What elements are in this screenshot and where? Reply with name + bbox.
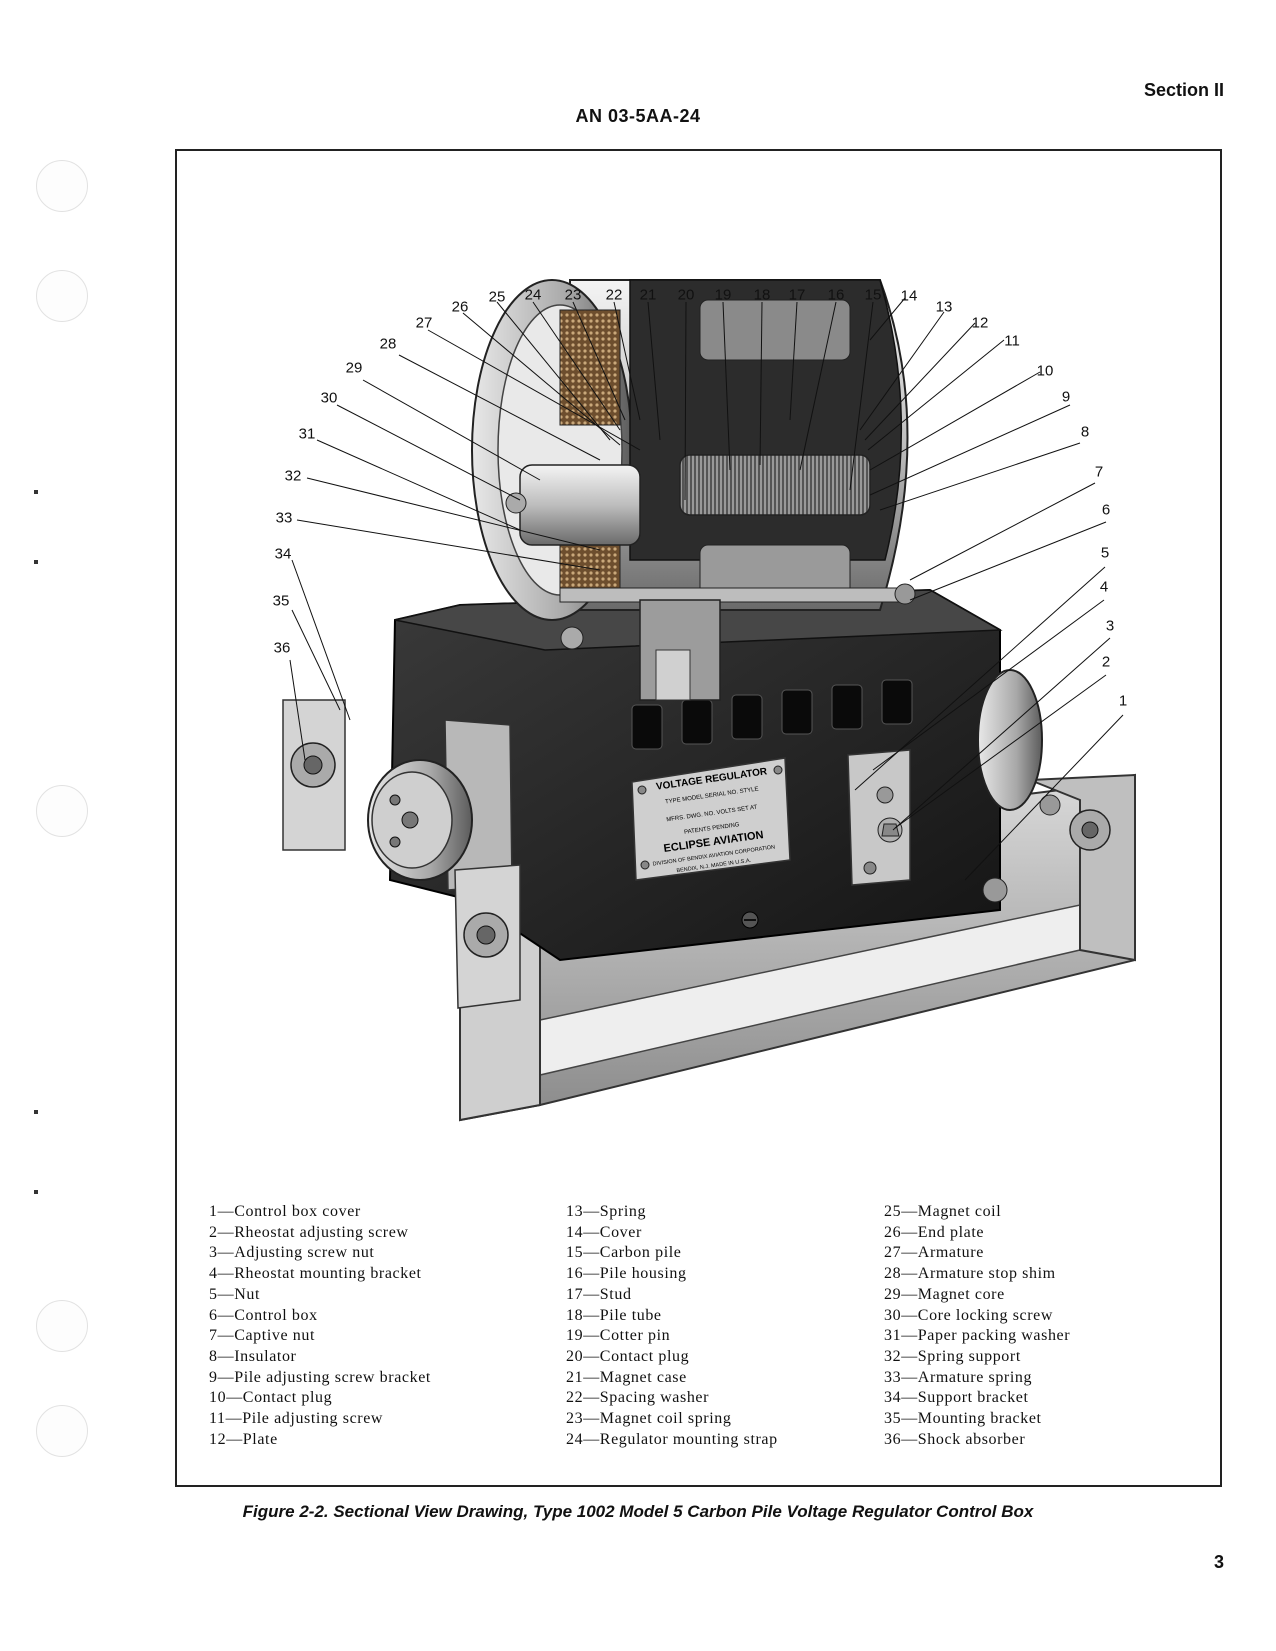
- legend-item: 7—Captive nut: [209, 1327, 316, 1345]
- legend-item: 13—Spring: [566, 1203, 647, 1220]
- callout-35: 35: [272, 592, 290, 610]
- legend-item: 1—Control box cover: [209, 1203, 361, 1220]
- legend-item: 2—Rheostat adjusting screw: [209, 1223, 409, 1241]
- legend-item: 30—Core locking screw: [884, 1306, 1054, 1324]
- legend-item: 33—Armature spring: [884, 1368, 1033, 1386]
- page-number: 3: [1213, 1552, 1224, 1572]
- legend-item: 16—Pile housing: [566, 1265, 687, 1283]
- legend-item: 15—Carbon pile: [566, 1244, 682, 1262]
- callout-26: 26: [451, 298, 469, 316]
- callout-28: 28: [379, 335, 397, 353]
- callout-3: 3: [1105, 617, 1115, 635]
- legend-column-2: 13—Spring 14—Cover 15—Carbon pile 16—Pil…: [566, 1202, 778, 1450]
- callout-5: 5: [1100, 544, 1110, 562]
- legend-item: 4—Rheostat mounting bracket: [209, 1265, 422, 1283]
- document-number: AN 03-5AA-24: [575, 106, 701, 126]
- figure-frame: [175, 149, 1222, 1487]
- callout-30: 30: [320, 389, 338, 407]
- callout-18: 18: [753, 286, 771, 304]
- callout-32: 32: [284, 467, 302, 485]
- legend-item: 14—Cover: [566, 1223, 642, 1241]
- callout-11: 11: [1004, 332, 1020, 350]
- legend-item: 5—Nut: [209, 1285, 260, 1303]
- legend-item: 8—Insulator: [209, 1347, 297, 1365]
- section-label: Section II: [1143, 80, 1224, 100]
- callout-29: 29: [345, 359, 363, 377]
- binder-mark: [34, 490, 38, 494]
- callout-25: 25: [488, 288, 506, 306]
- callout-16: 16: [827, 286, 845, 304]
- callout-15: 15: [864, 286, 882, 304]
- legend-item: 19—Cotter pin: [566, 1327, 671, 1345]
- callout-34: 34: [274, 545, 292, 563]
- legend-item: 36—Shock absorber: [884, 1430, 1026, 1448]
- legend-item: 18—Pile tube: [566, 1306, 662, 1324]
- punch-hole: [36, 1300, 88, 1352]
- binder-mark: [34, 560, 38, 564]
- callout-20: 20: [677, 286, 695, 304]
- legend-item: 32—Spring support: [884, 1347, 1021, 1365]
- binder-mark: [34, 1110, 38, 1114]
- callout-36: 36: [273, 639, 291, 657]
- legend-item: 21—Magnet case: [566, 1368, 687, 1386]
- callout-22: 22: [605, 286, 623, 304]
- punch-hole: [36, 1405, 88, 1457]
- legend-item: 26—End plate: [884, 1223, 985, 1241]
- callout-10: 10: [1036, 362, 1054, 380]
- binder-mark: [34, 1190, 38, 1194]
- punch-hole: [36, 785, 88, 837]
- legend-item: 9—Pile adjusting screw bracket: [209, 1368, 431, 1386]
- callout-12: 12: [971, 314, 989, 332]
- legend-item: 29—Magnet core: [884, 1285, 1005, 1303]
- callout-17: 17: [788, 286, 806, 304]
- legend-column-1: 1—Control box cover 2—Rheostat adjusting…: [209, 1202, 431, 1450]
- callout-33: 33: [275, 509, 293, 527]
- callout-4: 4: [1099, 578, 1109, 596]
- legend-item: 34—Support bracket: [884, 1389, 1029, 1407]
- callout-1: 1: [1118, 692, 1128, 710]
- callout-19: 19: [714, 286, 732, 304]
- legend-item: 12—Plate: [209, 1430, 278, 1448]
- legend-column-3: 25—Magnet coil 26—End plate 27—Armature …: [884, 1202, 1070, 1450]
- callout-23: 23: [564, 286, 582, 304]
- legend-item: 10—Contact plug: [209, 1389, 333, 1407]
- legend-item: 3—Adjusting screw nut: [209, 1244, 375, 1262]
- callout-21: 21: [639, 286, 657, 304]
- punch-hole: [36, 160, 88, 212]
- punch-hole: [36, 270, 88, 322]
- callout-6: 6: [1101, 501, 1111, 519]
- legend-item: 27—Armature: [884, 1244, 984, 1262]
- callout-7: 7: [1094, 463, 1104, 481]
- callout-27: 27: [415, 314, 433, 332]
- legend-item: 20—Contact plug: [566, 1347, 690, 1365]
- legend-item: 31—Paper packing washer: [884, 1327, 1071, 1345]
- legend-item: 11—Pile adjusting screw: [209, 1410, 384, 1428]
- callout-24: 24: [524, 286, 542, 304]
- legend-item: 6—Control box: [209, 1306, 318, 1324]
- callout-2: 2: [1101, 653, 1111, 671]
- callout-8: 8: [1080, 423, 1090, 441]
- legend-item: 28—Armature stop shim: [884, 1265, 1056, 1283]
- legend-item: 22—Spacing washer: [566, 1389, 710, 1407]
- callout-9: 9: [1061, 388, 1071, 406]
- legend-item: 23—Magnet coil spring: [566, 1410, 732, 1428]
- legend-item: 35—Mounting bracket: [884, 1410, 1042, 1428]
- callout-14: 14: [900, 287, 918, 305]
- callout-31: 31: [298, 425, 316, 443]
- legend-item: 25—Magnet coil: [884, 1203, 1002, 1220]
- legend-item: 24—Regulator mounting strap: [566, 1430, 778, 1448]
- legend-item: 17—Stud: [566, 1285, 632, 1303]
- figure-caption: Figure 2-2. Sectional View Drawing, Type…: [242, 1502, 1034, 1521]
- callout-13: 13: [935, 298, 953, 316]
